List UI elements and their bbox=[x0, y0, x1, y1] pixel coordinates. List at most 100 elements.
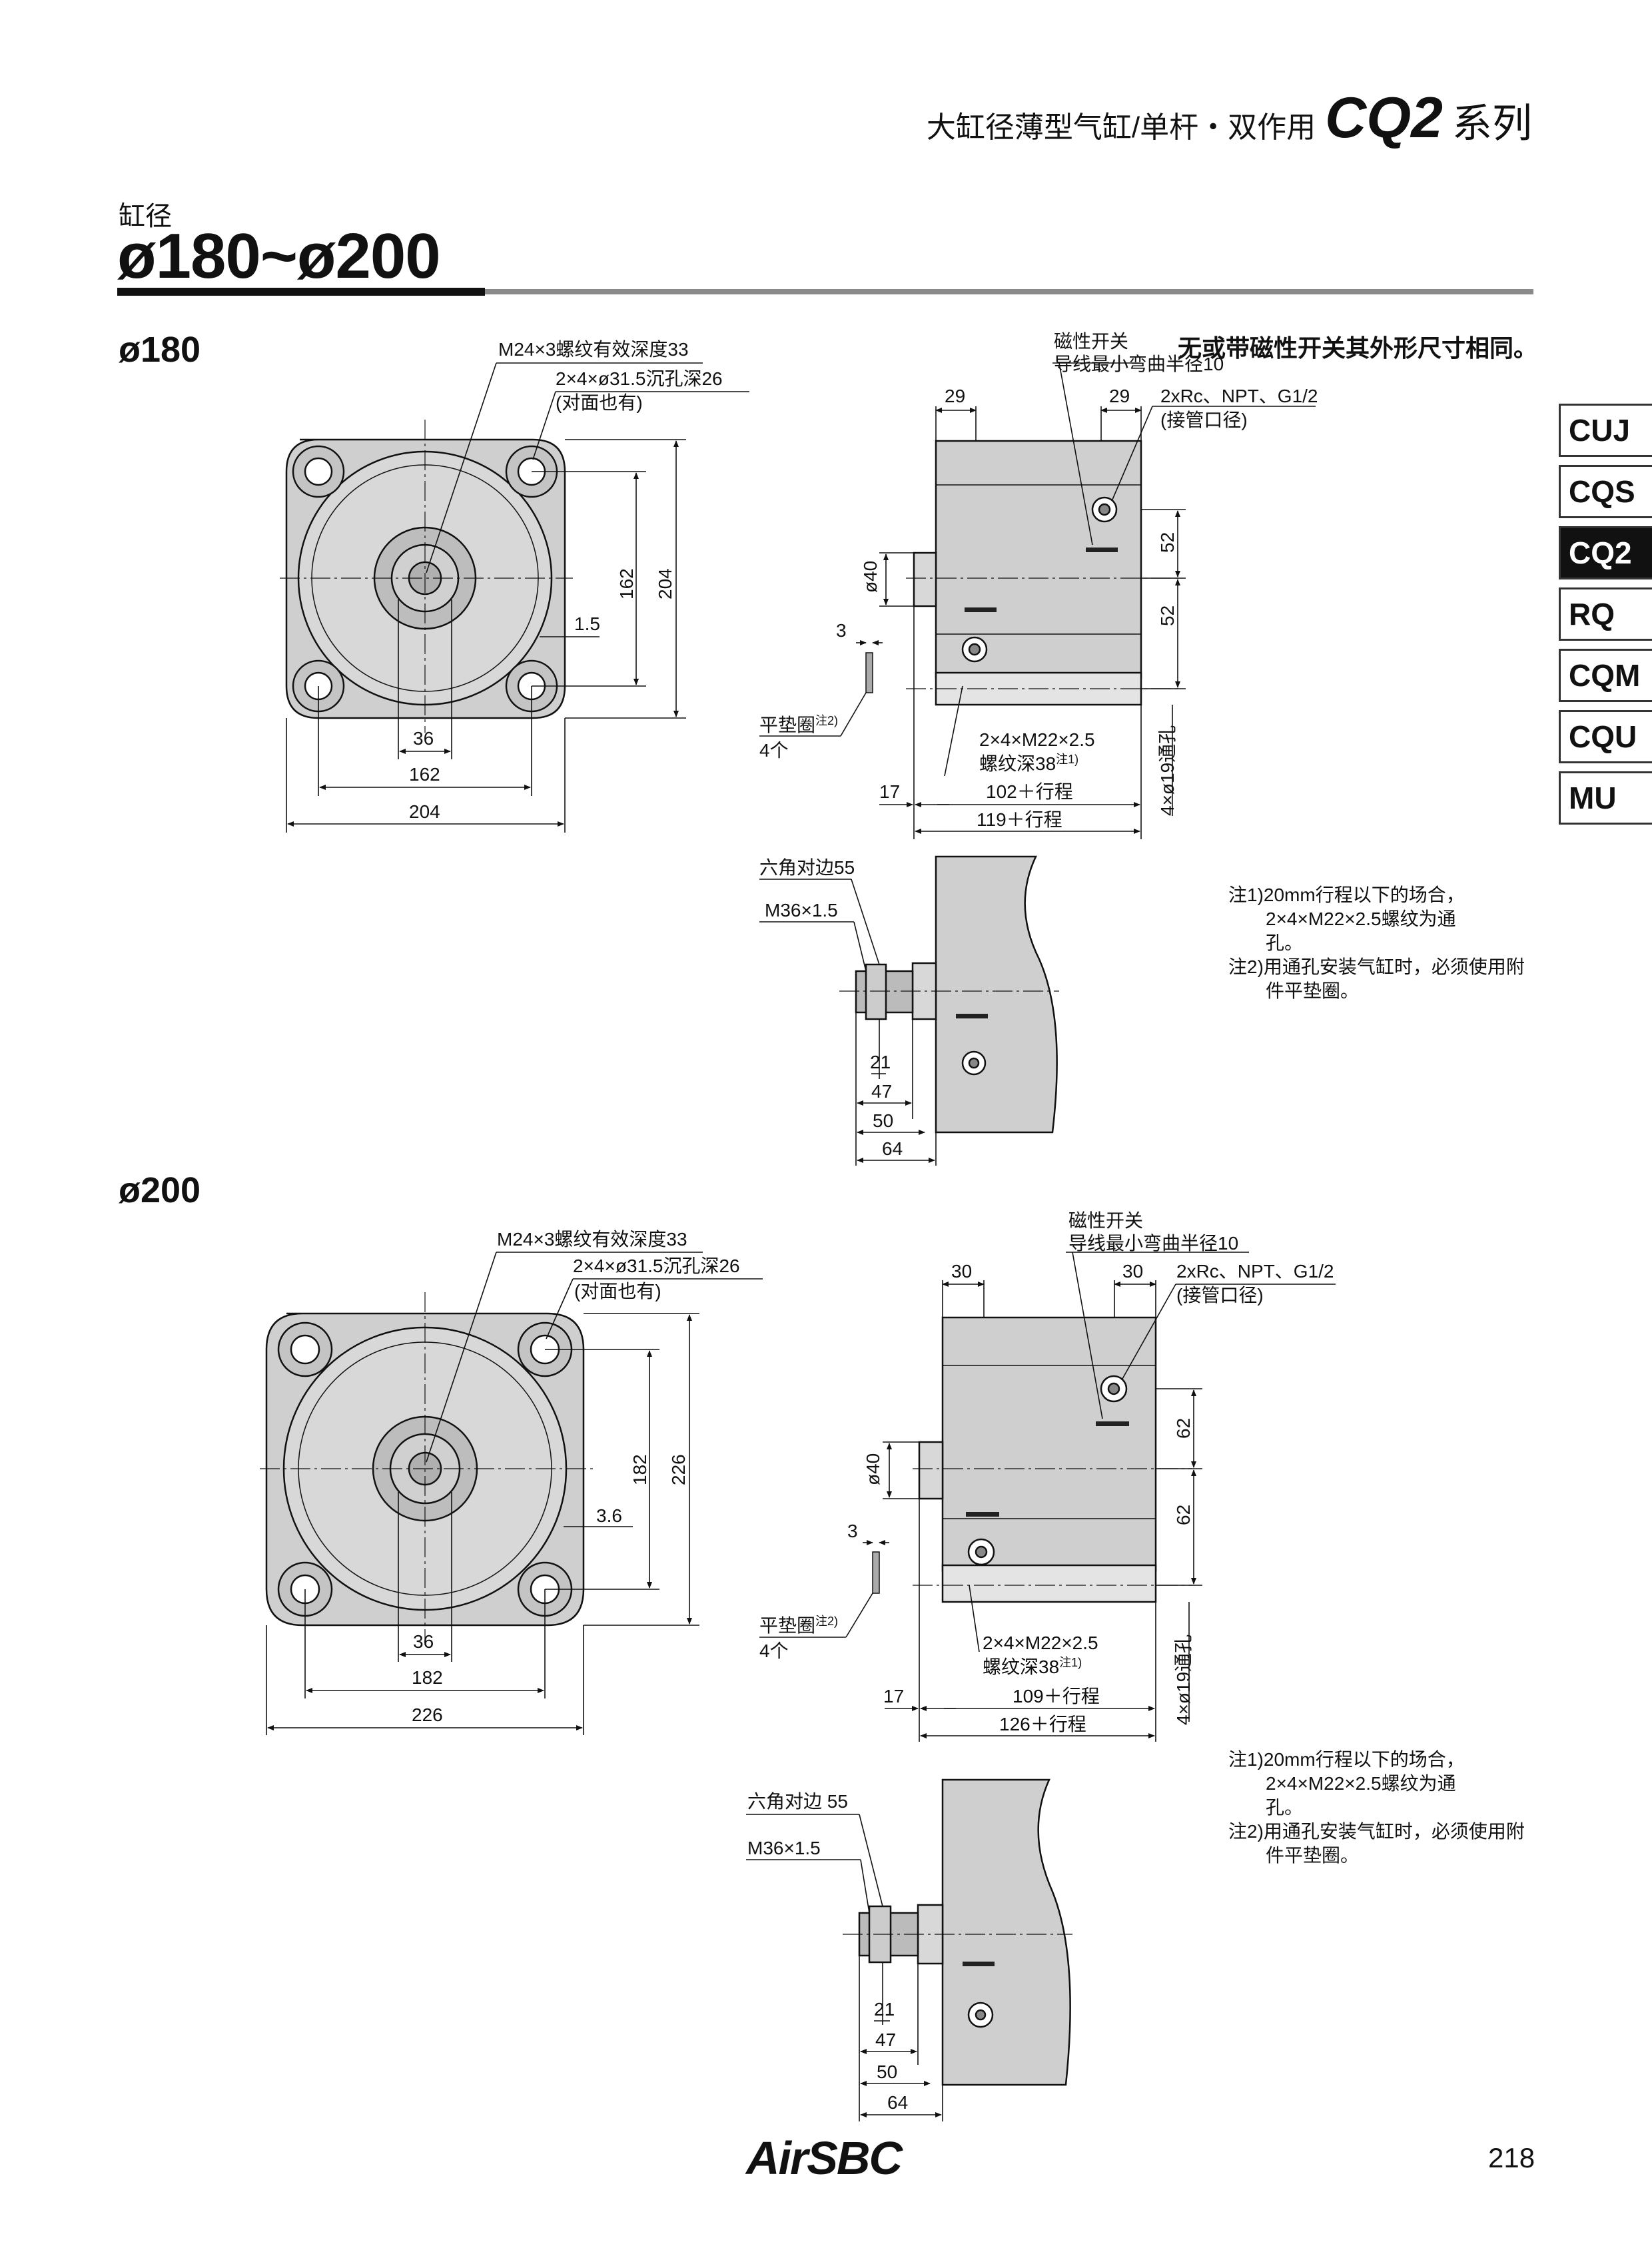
d200-thread2: 2×4×M22×2.5 bbox=[983, 1633, 1098, 1653]
d200-dim-o40: ø40 bbox=[863, 1453, 883, 1485]
page-number: 218 bbox=[1488, 2142, 1535, 2173]
d180-through-hole: 4×ø19通孔 bbox=[1157, 725, 1178, 816]
d180-dim-52a: 52 bbox=[1157, 532, 1178, 553]
d200-dim-21: 21 bbox=[874, 1999, 895, 2020]
d180-dim-204h: 204 bbox=[409, 801, 440, 822]
d200-switch-radius: 导线最小弯曲半径10 bbox=[1068, 1233, 1238, 1254]
d200-dim-3: 3 bbox=[847, 1521, 858, 1541]
d200-dim-182v: 182 bbox=[629, 1454, 650, 1485]
d200-side-dims bbox=[759, 1252, 1336, 1742]
d180-dim-29b: 29 bbox=[1109, 386, 1130, 406]
tab-mu[interactable]: MU bbox=[1559, 771, 1652, 825]
note-line: 件平垫圈。 bbox=[1266, 1845, 1360, 1866]
d200-dim-30b: 30 bbox=[1122, 1261, 1143, 1282]
d180-rod-labels: 六角对边55 M36×1.5 21 47 50 64 bbox=[759, 857, 903, 1159]
d200-front-view bbox=[260, 1292, 593, 1645]
tab-cqu[interactable]: CQU bbox=[1559, 710, 1652, 763]
d180-port-note: (接管口径) bbox=[1160, 410, 1248, 430]
note-line: 2×4×M22×2.5螺纹为通 bbox=[1266, 909, 1456, 929]
d200-front-labels: M24×3螺纹有效深度33 2×4×ø31.5沉孔深26 (对面也有) 182 … bbox=[412, 1229, 740, 1725]
d200-counterbore-note: 2×4×ø31.5沉孔深26 bbox=[573, 1256, 740, 1276]
d180-port: 2xRc、NPT、G1/2 bbox=[1160, 386, 1318, 406]
section-d180-label: ø180 bbox=[119, 330, 201, 370]
d180-rod-dims bbox=[759, 879, 937, 1166]
note-line: 2×4×M22×2.5螺纹为通 bbox=[1266, 1773, 1456, 1794]
d200-rod-end bbox=[843, 1778, 1072, 2086]
tab-cqs[interactable]: CQS bbox=[1559, 465, 1652, 518]
d180-dim-64: 64 bbox=[882, 1138, 903, 1159]
d180-side-view bbox=[865, 440, 1179, 706]
d180-washer: 平垫圈注2) bbox=[759, 714, 838, 735]
d180-rod-thread: M36×1.5 bbox=[765, 900, 838, 921]
d180-front-dims bbox=[286, 362, 749, 833]
d180-washer-qty: 4个 bbox=[759, 740, 789, 761]
d180-thread-note: M24×3螺纹有效深度33 bbox=[498, 339, 689, 360]
d180-dim-17: 17 bbox=[879, 781, 900, 802]
d180-dim-102: 102＋行程 bbox=[986, 781, 1073, 802]
d200-dim-50: 50 bbox=[877, 2061, 897, 2082]
d200-rod-thread: M36×1.5 bbox=[747, 1838, 821, 1858]
note-line: 件平垫圈。 bbox=[1266, 980, 1360, 1001]
d200-port-note: (接管口径) bbox=[1176, 1285, 1264, 1306]
note-line: 注2)用通孔安装气缸时，必须使用附 bbox=[1228, 1821, 1525, 1842]
title-rule bbox=[117, 289, 1533, 294]
d200-hex: 六角对边 55 bbox=[747, 1791, 848, 1812]
d200-dim-182h: 182 bbox=[412, 1667, 443, 1688]
d180-front-view bbox=[280, 420, 573, 733]
d200-side-labels: 磁性开关 导线最小弯曲半径10 30 30 2xRc、NPT、G1/2 (接管口… bbox=[759, 1210, 1334, 1734]
header-title: 大缸径薄型气缸/单杆・双作用 bbox=[926, 111, 1316, 144]
d180-dim-3: 3 bbox=[836, 620, 847, 641]
d200-rod-dims bbox=[746, 1814, 943, 2121]
bore-label: 缸径 bbox=[119, 202, 172, 231]
d180-dim-1-5: 1.5 bbox=[574, 613, 600, 634]
tab-rq[interactable]: RQ bbox=[1559, 587, 1652, 641]
note-line: 注1)20mm行程以下的场合， bbox=[1228, 885, 1465, 905]
d180-thread2-depth: 螺纹深38注1) bbox=[979, 753, 1078, 774]
d200-dim-226v: 226 bbox=[668, 1454, 689, 1485]
tab-cuj[interactable]: CUJ bbox=[1559, 404, 1652, 457]
section-d200-label: ø200 bbox=[119, 1170, 201, 1210]
d200-dim-3-6: 3.6 bbox=[596, 1505, 622, 1526]
brand-logo: AirSBC bbox=[746, 2132, 903, 2184]
d180-dim-52b: 52 bbox=[1157, 605, 1178, 626]
d180-switch: 磁性开关 bbox=[1054, 331, 1128, 352]
d200-dim-62a: 62 bbox=[1173, 1418, 1194, 1439]
title-rule-accent bbox=[117, 288, 485, 296]
d180-dim-21: 21 bbox=[870, 1052, 891, 1072]
note-line: 孔。 bbox=[1266, 933, 1304, 953]
d180-dim-36: 36 bbox=[413, 728, 434, 749]
d180-dim-o40: ø40 bbox=[860, 561, 881, 593]
d200-thread2-depth: 螺纹深38注1) bbox=[983, 1656, 1082, 1677]
d200-switch: 磁性开关 bbox=[1068, 1210, 1143, 1231]
d180-dim-162v: 162 bbox=[616, 568, 637, 599]
d200-dim-30a: 30 bbox=[951, 1261, 972, 1282]
d200-dim-64: 64 bbox=[887, 2092, 908, 2113]
d180-dim-162h: 162 bbox=[409, 764, 440, 785]
d200-dim-17: 17 bbox=[883, 1686, 904, 1706]
d200-dim-126: 126＋行程 bbox=[999, 1714, 1086, 1734]
d200-dim-47: 47 bbox=[875, 2030, 896, 2050]
tab-cqm[interactable]: CQM bbox=[1559, 649, 1652, 702]
note-line: 注1)20mm行程以下的场合， bbox=[1228, 1749, 1465, 1770]
tab-cq2[interactable]: CQ2 bbox=[1559, 526, 1652, 579]
series-tab-bar: CUJ CQS CQ2 RQ CQM CQU MU bbox=[1559, 404, 1652, 833]
series-name: CQ2 bbox=[1325, 86, 1443, 150]
series-suffix: 系列 bbox=[1452, 101, 1532, 146]
note-line: 孔。 bbox=[1266, 1797, 1304, 1818]
note-line: 注2)用通孔安装气缸时，必须使用附 bbox=[1228, 956, 1525, 977]
d180-hex: 六角对边55 bbox=[759, 857, 855, 878]
d180-thread2: 2×4×M22×2.5 bbox=[979, 729, 1095, 750]
d180-side-labels: 磁性开关 导线最小弯曲半径10 29 29 2xRc、NPT、G1/2 (接管口… bbox=[759, 331, 1318, 830]
d180-rod-end bbox=[839, 855, 1059, 1134]
d180-dim-204v: 204 bbox=[655, 568, 675, 599]
d180-front-labels: M24×3螺纹有效深度33 2×4×ø31.5沉孔深26 (对面也有) 162 … bbox=[409, 339, 723, 822]
d180-side-dims bbox=[759, 362, 1316, 839]
bore-range: ø180~ø200 bbox=[117, 220, 441, 292]
d180-switch-radius: 导线最小弯曲半径10 bbox=[1054, 354, 1224, 374]
d180-dim-50: 50 bbox=[873, 1110, 893, 1131]
notes-d200: 注1)20mm行程以下的场合， 2×4×M22×2.5螺纹为通 孔。 注2)用通… bbox=[1228, 1748, 1525, 1868]
d180-dim-47: 47 bbox=[871, 1081, 892, 1102]
d200-rod-labels: 六角对边 55 M36×1.5 21 47 50 64 bbox=[747, 1791, 908, 2113]
